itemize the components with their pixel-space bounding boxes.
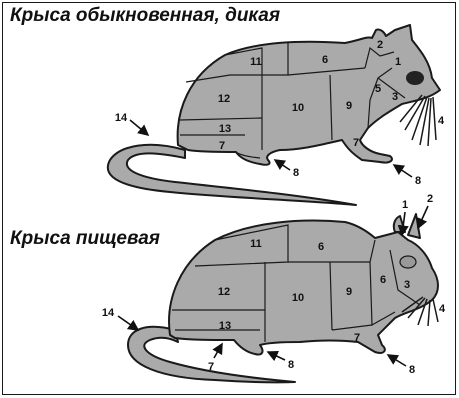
wild-label-1: 1 xyxy=(395,56,401,68)
wild-label-10: 10 xyxy=(292,102,304,114)
wild-label-7b: 7 xyxy=(353,137,359,149)
food-arrow-7a xyxy=(214,344,222,358)
food-label-13: 13 xyxy=(219,320,231,332)
wild-rat: 11 6 12 10 9 13 7 7 2 1 5 3 4 8 8 14 xyxy=(108,25,445,205)
wild-arrow-14 xyxy=(130,120,148,135)
food-arrow-2 xyxy=(418,206,428,228)
wild-label-3: 3 xyxy=(392,91,398,103)
food-label-1: 1 xyxy=(402,199,408,211)
wild-label-7a: 7 xyxy=(219,140,225,152)
wild-label-2: 2 xyxy=(377,39,383,51)
wild-label-11: 11 xyxy=(250,56,262,68)
wild-label-6: 6 xyxy=(322,54,328,66)
food-arrow-14 xyxy=(118,316,138,330)
food-label-8a: 8 xyxy=(288,359,294,371)
wild-tail xyxy=(108,145,356,205)
food-label-14: 14 xyxy=(102,307,115,319)
food-label-10: 10 xyxy=(292,292,304,304)
wild-label-9: 9 xyxy=(346,100,352,112)
food-label-7a: 7 xyxy=(208,361,214,373)
wild-label-14: 14 xyxy=(115,112,128,124)
food-label-6b: 6 xyxy=(380,274,386,286)
food-label-6: 6 xyxy=(318,241,324,253)
food-label-12: 12 xyxy=(218,286,230,298)
food-label-2: 2 xyxy=(427,193,433,205)
wild-arrow-8b xyxy=(394,165,412,177)
wild-label-4: 4 xyxy=(438,115,445,127)
wild-label-8a: 8 xyxy=(293,167,299,179)
wild-eye xyxy=(406,71,424,85)
wild-label-13: 13 xyxy=(219,123,231,135)
food-arrow-8b xyxy=(388,355,406,366)
wild-label-5: 5 xyxy=(375,83,381,95)
wild-label-12: 12 xyxy=(218,93,230,105)
food-label-7b: 7 xyxy=(354,332,360,344)
food-label-8b: 8 xyxy=(409,364,415,376)
food-arrow-8a xyxy=(268,352,285,360)
food-label-4: 4 xyxy=(439,303,446,315)
wild-arrow-8a xyxy=(275,160,290,170)
food-rat: 11 6 12 10 9 13 7 6 3 4 1 2 7 8 8 14 xyxy=(102,193,446,382)
wild-label-8b: 8 xyxy=(415,175,421,187)
food-label-11: 11 xyxy=(250,238,262,250)
food-eye xyxy=(400,256,416,268)
food-label-9: 9 xyxy=(346,286,352,298)
food-label-3: 3 xyxy=(404,279,410,291)
